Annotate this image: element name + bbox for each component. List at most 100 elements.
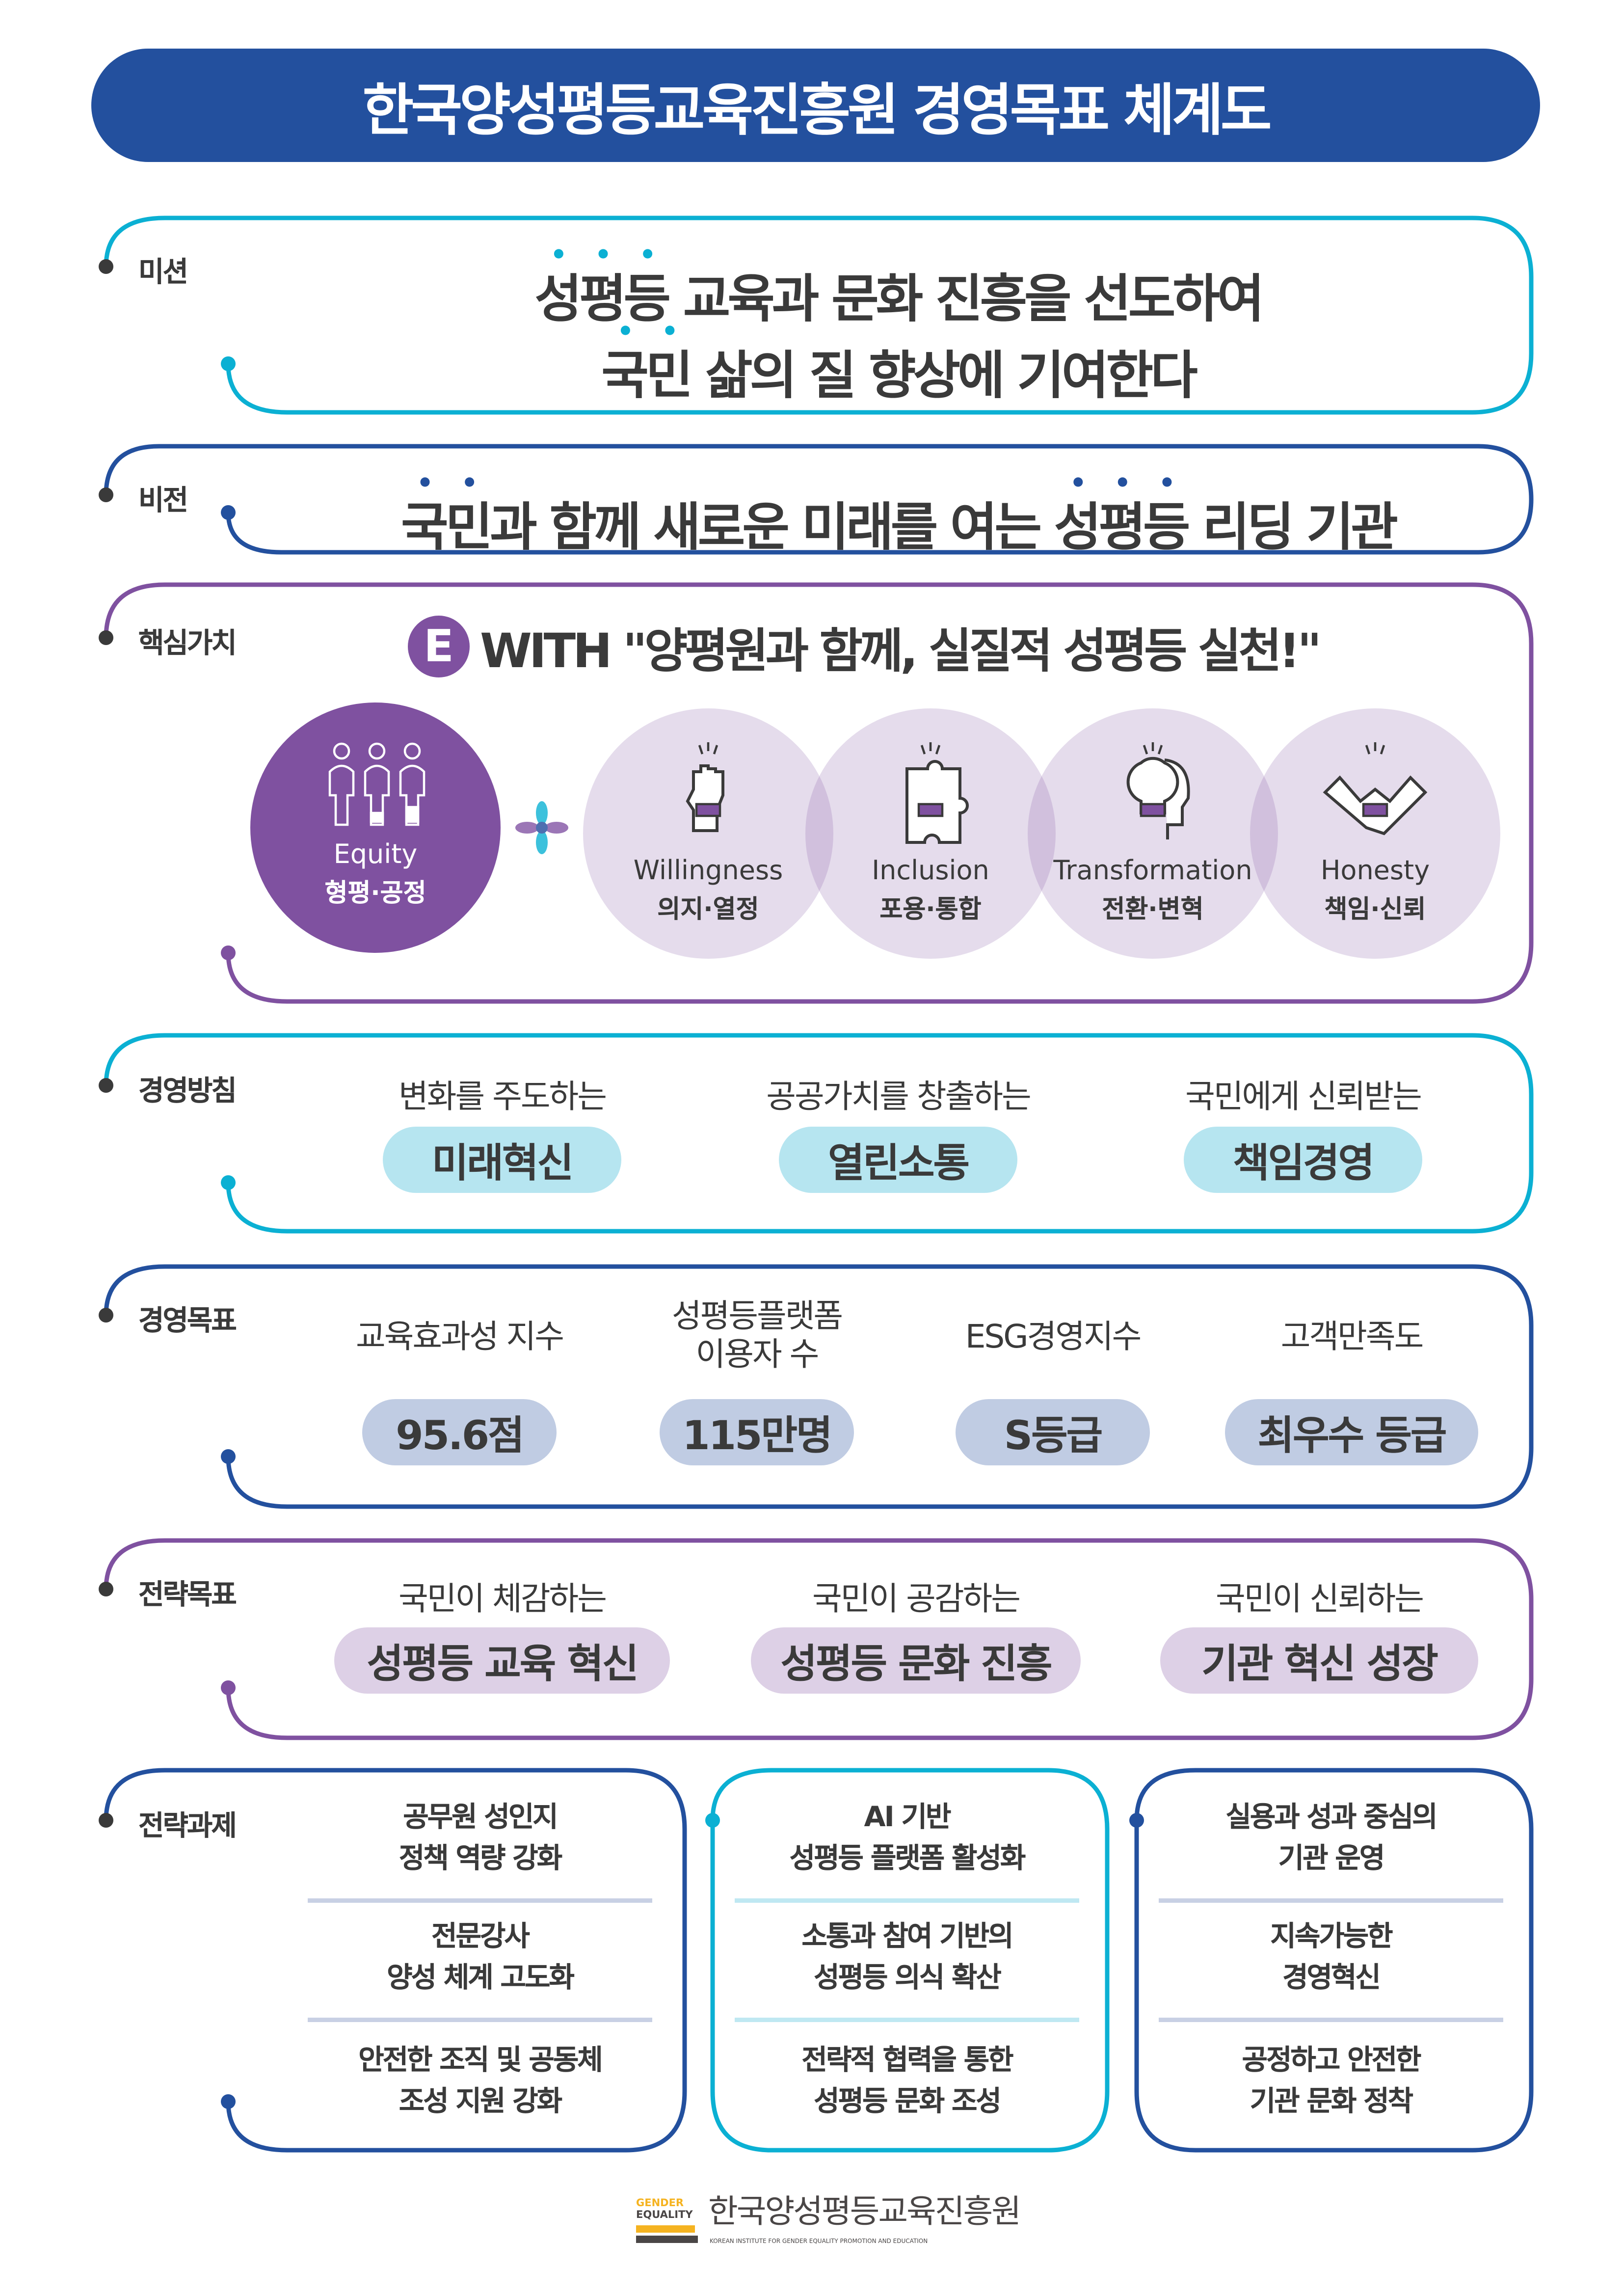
- tasks-label: 전략과제: [138, 1810, 237, 1842]
- task-item: 실용과 성과 중심의 기관 운영: [1225, 1801, 1437, 1875]
- task-divider: [1159, 2018, 1503, 2022]
- policy-pill: 책임경영: [1184, 1127, 1422, 1193]
- frame-dot: [99, 1582, 113, 1596]
- lightbulb-head-icon: [1126, 742, 1190, 839]
- goal-subtitle: 성평등플랫폼 이용자 수: [671, 1299, 843, 1374]
- frame-dot: [221, 356, 236, 371]
- core-value-kor: 책임·신뢰: [1324, 895, 1426, 925]
- frame-dot: [221, 1449, 236, 1464]
- org-name-en: KOREAN INSTITUTE FOR GENDER EQUALITY PRO…: [710, 2237, 928, 2244]
- section-frame: [104, 1768, 687, 2153]
- footer-logo: GENDER EQUALITY 한국양성평등교육진흥원 KOREAN INSTI…: [636, 2194, 1021, 2250]
- puzzle-icon: [905, 742, 969, 844]
- strategy-subtitle: 국민이 공감하는: [812, 1582, 1021, 1619]
- section-frame: [104, 1538, 1534, 1740]
- people-icon: [328, 742, 426, 826]
- policy-subtitle: 공공가치를 창출하는: [766, 1080, 1031, 1116]
- goal-value-pill: S등급: [956, 1399, 1150, 1465]
- equity-circle: [250, 702, 501, 953]
- section-frame: [104, 444, 1534, 555]
- mission-line-2: 국민 삶의 질 향상에 기여한다: [601, 317, 1197, 406]
- mission-text: 삶의 질 향상에 기여한다: [690, 348, 1198, 406]
- core-value-circle: [1250, 708, 1500, 959]
- goal-subtitle: 고객만족도: [1280, 1320, 1424, 1356]
- core-value-kor: 포용·통합: [879, 895, 982, 925]
- strategy-pill: 기관 혁신 성장: [1160, 1627, 1478, 1694]
- strategy-subtitle: 국민이 체감하는: [398, 1582, 607, 1619]
- strategy-subtitle: 국민이 신뢰하는: [1215, 1582, 1424, 1619]
- goals-label: 경영목표: [138, 1305, 237, 1337]
- vision-text-part: 과 함께 새로운 미래를 여는: [490, 499, 1054, 558]
- goal-value-pill: 115만명: [660, 1399, 854, 1465]
- strategy-pill: 성평등 교육 혁신: [334, 1627, 670, 1694]
- mission-line-1: 성평등 교육과 문화 진흥을 선도하여: [534, 240, 1264, 330]
- emphasis-text: 성평등: [1054, 499, 1191, 558]
- strategy-label: 전략목표: [138, 1579, 237, 1611]
- section-frame: [104, 216, 1534, 415]
- policy-pill: 미래혁신: [383, 1127, 621, 1193]
- frame-dot: [221, 945, 236, 960]
- frame-dot: [221, 1680, 236, 1695]
- task-divider: [1159, 1898, 1503, 1903]
- frame-dot: [99, 259, 113, 274]
- core-value-item: Transformation 전환·변혁: [1053, 856, 1252, 925]
- emphasis-text: 국민: [401, 499, 493, 558]
- vision-label: 비전: [138, 485, 188, 517]
- handshake-icon: [1323, 742, 1428, 836]
- task-item: 지속가능한 경영혁신: [1270, 1920, 1393, 1994]
- core-value-circle: [1028, 708, 1278, 959]
- core-value-name: Honesty: [1320, 856, 1430, 887]
- vision-text: 국민과 함께 새로운 미래를 여는 성평등 리딩 기관: [401, 468, 1398, 561]
- section-frame: [104, 1033, 1534, 1234]
- section-frame: [1134, 1768, 1534, 2153]
- policy-subtitle: 변화를 주도하는: [398, 1080, 607, 1116]
- equity-kor: 형평·공정: [324, 879, 426, 909]
- page-title: 한국양성평등교육진흥원 경영목표 체계도: [91, 49, 1540, 162]
- flower-plus-icon: [515, 801, 568, 854]
- frame-dot: [221, 505, 236, 520]
- equity-name: Equity: [333, 839, 418, 870]
- emphasis-text: 국민: [601, 348, 693, 406]
- section-frame: [710, 1768, 1110, 2153]
- frame-dot: [705, 1813, 720, 1828]
- frame-dot: [99, 630, 113, 645]
- core-values-label: 핵심가치: [138, 627, 237, 660]
- logo-bar-gray: [636, 2236, 698, 2243]
- vision-text-part: 리딩 기관: [1187, 499, 1398, 558]
- frame-dot: [99, 487, 113, 502]
- frame-dot: [221, 1175, 236, 1190]
- frame-dot: [99, 1078, 113, 1093]
- logo-text-gender: GENDER: [636, 2197, 684, 2209]
- task-divider: [735, 1898, 1079, 1903]
- core-value-item: Inclusion 포용·통합: [872, 856, 989, 925]
- task-item: 공정하고 안전한 기관 문화 정착: [1242, 2044, 1422, 2118]
- goal-subtitle: 교육효과성 지수: [355, 1320, 564, 1356]
- task-divider: [308, 2018, 652, 2022]
- emphasis-text: 성평등: [534, 271, 671, 330]
- e-badge: E: [408, 616, 470, 677]
- core-value-kor: 의지·열정: [657, 895, 759, 925]
- task-divider: [735, 2018, 1079, 2022]
- core-value-circle: [583, 708, 833, 959]
- task-item: 안전한 조직 및 공동체 조성 지원 강화: [358, 2044, 603, 2118]
- policy-subtitle: 국민에게 신뢰받는: [1185, 1080, 1422, 1116]
- frame-dot: [99, 1308, 113, 1323]
- core-value-kor: 전환·변혁: [1102, 895, 1204, 925]
- goal-value-pill: 95.6점: [362, 1399, 557, 1465]
- section-frame: [104, 582, 1534, 1004]
- core-values-slogan: WITH "양평원과 함께, 실질적 성평등 실천!": [480, 623, 1322, 679]
- task-item: 공무원 성인지 정책 역량 강화: [399, 1801, 562, 1875]
- mission-text: 교육과 문화 진흥을 선도하여: [668, 271, 1265, 330]
- strategy-pill: 성평등 문화 진흥: [751, 1627, 1081, 1694]
- core-value-name: Transformation: [1053, 856, 1252, 887]
- core-value-item: Honesty 책임·신뢰: [1321, 856, 1430, 925]
- core-value-name: Inclusion: [872, 856, 989, 887]
- task-item: 소통과 참여 기반의 성평등 의식 확산: [801, 1920, 1013, 1994]
- frame-dot: [221, 2094, 236, 2109]
- task-item: 전략적 협력을 통한 성평등 문화 조성: [801, 2044, 1013, 2118]
- task-item: 전문강사 양성 체계 고도화: [387, 1920, 575, 1994]
- goal-subtitle: ESG경영지수: [965, 1320, 1142, 1356]
- frame-dot: [99, 1813, 113, 1828]
